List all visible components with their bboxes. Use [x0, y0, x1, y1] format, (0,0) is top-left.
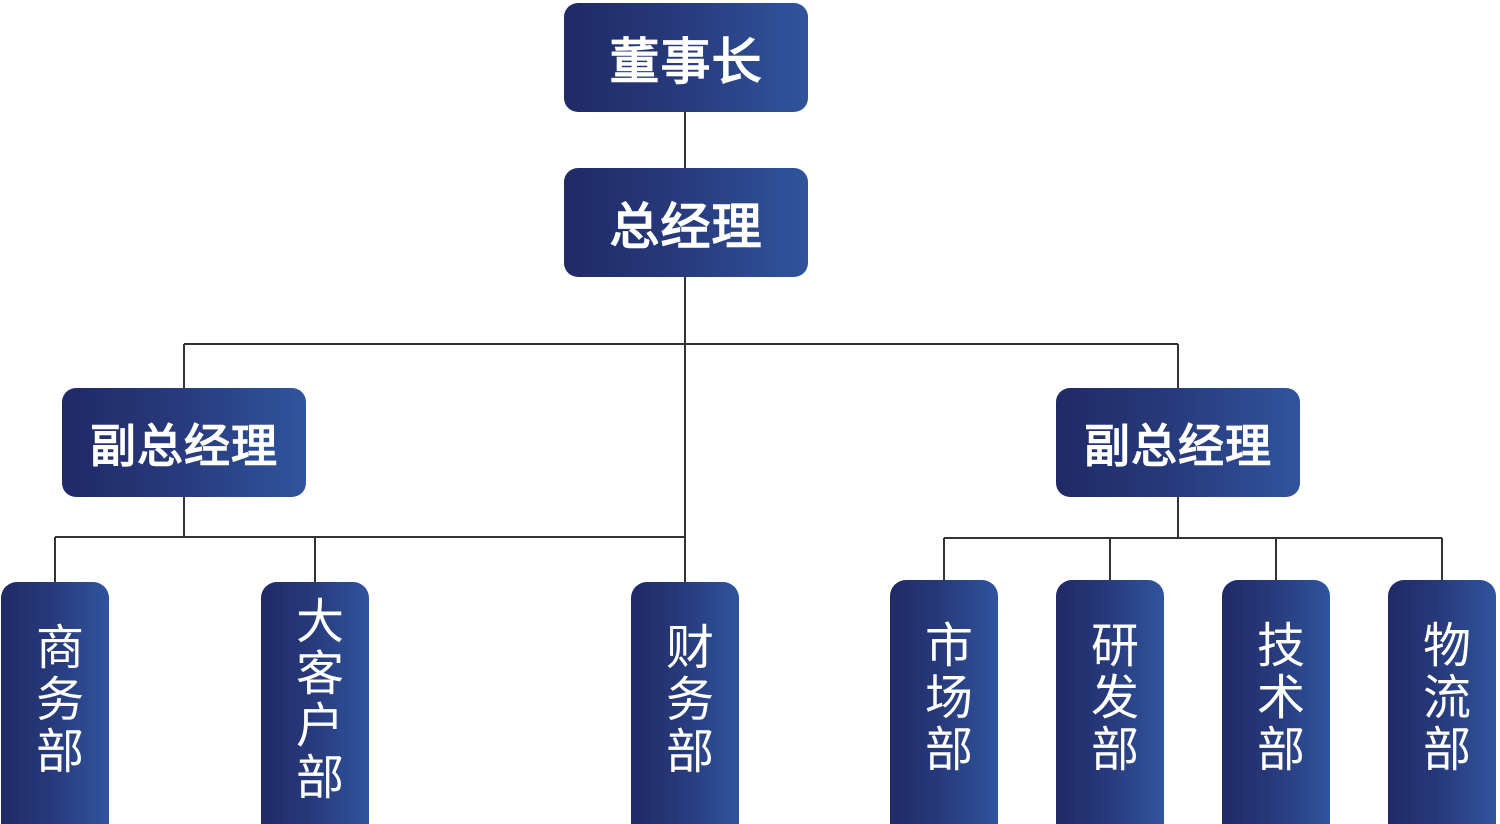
technology-dept-label: 技术部 — [1248, 620, 1304, 776]
vp-left-node: 副总经理 — [62, 388, 306, 497]
general-manager-label: 总经理 — [609, 197, 763, 256]
business-dept-label: 商务部 — [27, 622, 83, 778]
technology-dept-node: 技术部 — [1222, 580, 1330, 824]
vp-left-label: 副总经理 — [90, 418, 278, 473]
business-dept-node: 商务部 — [1, 582, 109, 824]
chairman-label: 董事长 — [609, 32, 763, 91]
general-manager-node: 总经理 — [564, 168, 808, 277]
logistics-dept-label: 物流部 — [1414, 620, 1470, 776]
rnd-dept-label: 研发部 — [1082, 620, 1138, 776]
finance-dept-node: 财务部 — [631, 582, 739, 824]
marketing-dept-node: 市场部 — [890, 580, 998, 824]
chairman-node: 董事长 — [564, 3, 808, 112]
key-accounts-dept-node: 大客户部 — [261, 582, 369, 824]
logistics-dept-node: 物流部 — [1388, 580, 1496, 824]
marketing-dept-label: 市场部 — [916, 620, 972, 776]
finance-dept-label: 财务部 — [657, 622, 713, 778]
vp-right-node: 副总经理 — [1056, 388, 1300, 497]
key-accounts-dept-label: 大客户部 — [287, 596, 343, 804]
vp-right-label: 副总经理 — [1084, 418, 1272, 473]
rnd-dept-node: 研发部 — [1056, 580, 1164, 824]
